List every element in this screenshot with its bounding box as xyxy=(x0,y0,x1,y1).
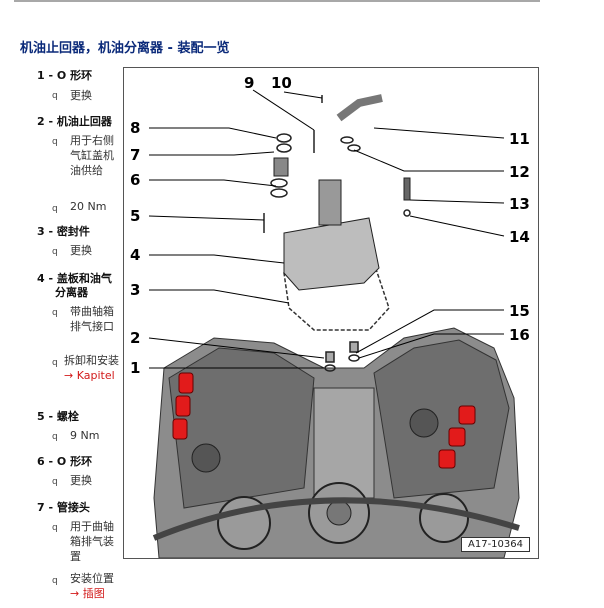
item-detail: 更换 xyxy=(70,244,92,257)
bullet-icon: q xyxy=(52,576,58,586)
callout-14: 14 xyxy=(509,228,530,246)
item-number: 4 - xyxy=(37,272,54,285)
top-rule xyxy=(14,0,540,2)
item-detail: 更换 xyxy=(70,89,92,102)
cover-and-separator xyxy=(273,94,411,291)
assembly-diagram: 1 2 3 4 5 6 7 8 9 10 11 12 13 14 15 16 A… xyxy=(123,67,539,559)
callout-9: 9 xyxy=(244,74,254,92)
list-item-4: 4 - 盖板和油气 xyxy=(37,270,112,286)
bullet-icon: q xyxy=(52,308,58,318)
list-item-3: 3 - 密封件 xyxy=(37,223,90,239)
item-name: 管接头 xyxy=(56,501,90,514)
item-detail: 9 Nm xyxy=(70,429,100,442)
bullet-icon: q xyxy=(52,432,58,442)
item-name: 盖板和油气 xyxy=(56,272,112,285)
callout-10: 10 xyxy=(271,74,292,92)
bullet-icon: q xyxy=(52,358,58,368)
item-name: 机油止回器 xyxy=(56,115,112,128)
item-detail: 带曲轴箱排气接口 xyxy=(70,305,114,333)
item-detail-text: 拆卸和安装 xyxy=(64,354,119,367)
page-title: 机油止回器，机油分离器 - 装配一览 xyxy=(20,41,230,56)
list-item-6: 6 - O 形环 xyxy=(37,453,92,469)
callout-2: 2 xyxy=(130,329,140,347)
ignition-coils xyxy=(172,372,476,469)
list-item-7: 7 - 管接头 xyxy=(37,499,90,515)
engine-block xyxy=(152,327,520,558)
callout-5: 5 xyxy=(130,207,140,225)
figure-id-label: A17-10364 xyxy=(461,537,530,552)
item-detail: 用于右侧气缸盖机油供给 xyxy=(70,134,114,177)
callout-6: 6 xyxy=(130,171,140,189)
callout-3: 3 xyxy=(130,281,140,299)
item-name: 密封件 xyxy=(56,225,90,238)
callout-1: 1 xyxy=(130,359,140,377)
item-detail: 20 Nm xyxy=(70,200,107,213)
callout-8: 8 xyxy=(130,119,140,137)
item-number: 5 - xyxy=(37,410,54,423)
bullet-icon: q xyxy=(52,523,58,533)
callout-16: 16 xyxy=(509,326,530,344)
figure-link[interactable]: → 插图 xyxy=(70,587,105,600)
item-number: 1 - xyxy=(37,69,54,82)
callout-11: 11 xyxy=(509,130,530,148)
callout-4: 4 xyxy=(130,246,140,264)
small-parts xyxy=(263,95,411,372)
list-item-2: 2 - 机油止回器 xyxy=(37,113,112,129)
item-detail-text: 安装位置 xyxy=(70,572,114,585)
list-item-1: 1 - O 形环 xyxy=(37,67,92,83)
diagram-svg: 1 2 3 4 5 6 7 8 9 10 11 12 13 14 15 16 xyxy=(130,74,530,558)
bullet-icon: q xyxy=(52,204,58,214)
callout-7: 7 xyxy=(130,146,140,164)
item-name: O 形环 xyxy=(56,455,93,468)
item-name: O 形环 xyxy=(56,69,93,82)
list-item-5: 5 - 螺栓 xyxy=(37,408,79,424)
bullet-icon: q xyxy=(52,477,58,487)
bullet-icon: q xyxy=(52,247,58,257)
item-name: 螺栓 xyxy=(56,410,79,423)
callout-13: 13 xyxy=(509,195,530,213)
chapter-link[interactable]: → Kapitel xyxy=(64,369,115,382)
item-detail: 更换 xyxy=(70,474,92,487)
bullet-icon: q xyxy=(52,137,58,147)
parts-list: 1 - O 形环 q 更换 2 - 机油止回器 q 用于右侧气缸盖机油供给 q … xyxy=(0,0,122,608)
item-number: 2 - xyxy=(37,115,54,128)
callout-15: 15 xyxy=(509,302,530,320)
callout-12: 12 xyxy=(509,163,530,181)
item-detail: 拆卸和安装 → Kapitel xyxy=(64,353,120,383)
item-name-line2: 分离器 xyxy=(55,286,88,299)
item-detail: 用于曲轴箱排气装置 xyxy=(70,520,114,563)
item-number: 6 - xyxy=(37,455,54,468)
item-detail: 安装位置 → 插图 xyxy=(70,571,120,601)
item-number: 3 - xyxy=(37,225,54,238)
item-number: 7 - xyxy=(37,501,54,514)
bullet-icon: q xyxy=(52,91,58,101)
leader-lines xyxy=(148,89,505,369)
